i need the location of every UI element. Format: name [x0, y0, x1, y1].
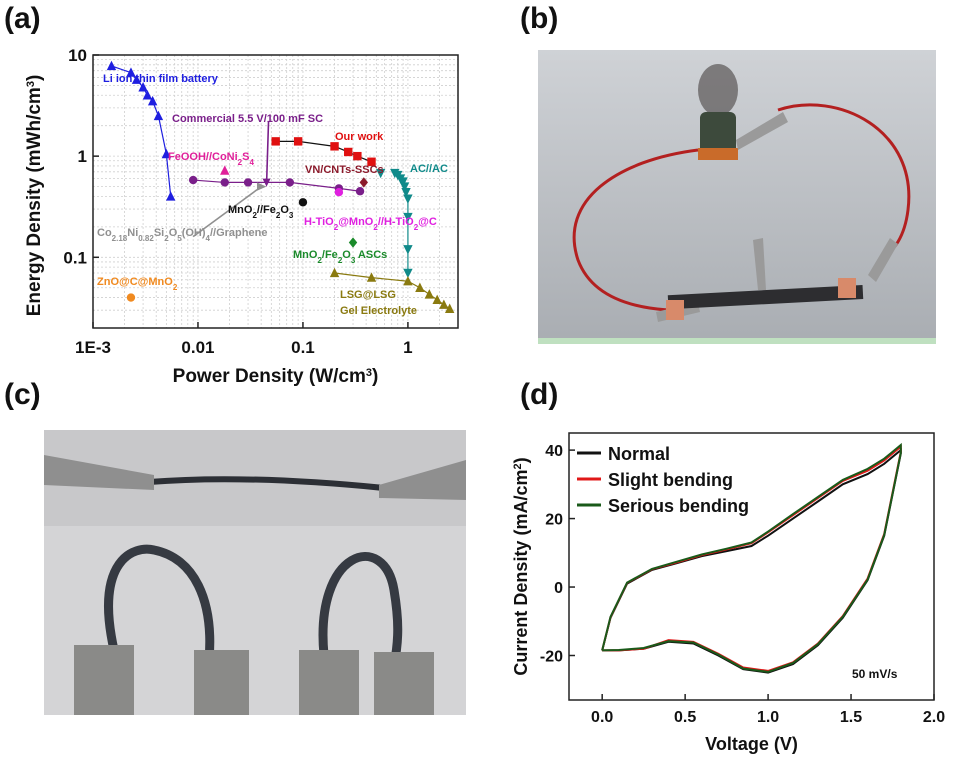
- plot-frame: [568, 432, 935, 701]
- data-point-li: [161, 148, 172, 159]
- data-point-li: [138, 82, 148, 92]
- annotation-lsg2: Gel Electrolyte: [340, 305, 417, 317]
- data-point-htio: [334, 188, 344, 197]
- panel-label-c: (c): [4, 378, 41, 411]
- data-point-lsg: [444, 303, 455, 313]
- data-point-acac: [399, 182, 410, 192]
- data-point-acac: [403, 245, 413, 255]
- data-point-acac: [403, 194, 413, 204]
- data-point-purple: [285, 178, 295, 187]
- x-tick-label: 0.1: [291, 338, 315, 357]
- y-axis-label: Current Density (mA/cm2): [511, 457, 531, 675]
- annotation-vn: VN/CNTs-SSCs: [305, 164, 384, 176]
- y-tick-label: 0: [554, 580, 563, 597]
- y-tick-label: 20: [545, 512, 563, 529]
- data-point-ours: [293, 137, 303, 146]
- x-tick-label: 0.5: [674, 709, 696, 726]
- data-point-li: [142, 90, 153, 100]
- data-point-mnfe: [298, 198, 308, 207]
- annotation-ours: Our work: [335, 131, 384, 143]
- data-point-li: [166, 191, 176, 201]
- y-tick-label: 1: [78, 147, 87, 166]
- data-point-vn: [359, 177, 369, 188]
- data-point-acac2: [375, 168, 386, 179]
- annotation-acac: AC//AC: [410, 163, 448, 175]
- data-point-ours: [271, 137, 280, 146]
- annotation-mnfe: MnO2//Fe2O3: [228, 204, 294, 220]
- data-point-zno: [126, 293, 136, 302]
- data-point-ours: [367, 157, 376, 166]
- data-point-acac: [401, 188, 411, 198]
- data-point-li: [131, 74, 142, 84]
- plot-frame: [92, 54, 459, 329]
- data-point-acac: [403, 212, 413, 223]
- x-tick-label: 1E-3: [75, 338, 111, 357]
- panel-label-d: (d): [520, 378, 559, 411]
- legend-label: Serious bending: [608, 496, 749, 516]
- data-point-li: [106, 60, 117, 71]
- data-point-lsg: [366, 272, 377, 282]
- data-point-lsg: [439, 299, 449, 309]
- data-point-purple: [243, 178, 253, 187]
- annotation-commercial: Commercial 5.5 V/100 mF SC: [172, 113, 323, 125]
- y-tick-label: 0.1: [63, 248, 87, 267]
- data-point-purple: [188, 175, 198, 185]
- x-axis-label: Voltage (V): [705, 734, 798, 754]
- x-tick-label: 1: [403, 338, 412, 357]
- data-point-purple: [220, 178, 229, 187]
- data-point-co: [256, 182, 267, 191]
- x-tick-label: 0.0: [591, 709, 613, 726]
- annotation-htio: H-TiO2@MnO2//H-TiO2@C: [304, 216, 437, 232]
- data-point-lsg: [329, 267, 340, 278]
- data-point-ours: [353, 151, 362, 161]
- data-point-lsg: [424, 289, 435, 299]
- data-point-lsg: [432, 294, 442, 305]
- data-point-lsg: [403, 276, 413, 286]
- annotation-feooh: FeOOH//CoNi2S4: [168, 151, 254, 167]
- x-axis-label: Power Density (W/cm3): [173, 366, 379, 387]
- bending-photo: [44, 430, 466, 715]
- annotation-mnfeasc: MnO2/Fe2O3 ASCs: [293, 249, 387, 265]
- x-tick-label: 1.0: [757, 709, 779, 726]
- y-axis-label: Energy Density (mWh/cm3): [24, 75, 45, 317]
- commercial-arrow: [265, 121, 270, 185]
- legend-label: Normal: [608, 444, 670, 464]
- graphene-arrow: [192, 188, 258, 238]
- scan-rate-label: 50 mV/s: [852, 667, 898, 681]
- annotation-zno: ZnO@C@MnO2: [97, 276, 178, 292]
- data-point-li: [126, 67, 136, 77]
- x-tick-label: 0.01: [181, 338, 214, 357]
- y-tick-label: 10: [68, 46, 87, 65]
- data-point-mnfeasc: [348, 237, 358, 248]
- legend-label: Slight bending: [608, 470, 733, 490]
- series-line-2: [601, 442, 902, 673]
- annotation-co: Co2.18Ni0.82Si2O5(OH)4//Graphene: [97, 227, 267, 243]
- annotation-li: Li ion thin film battery: [103, 73, 219, 85]
- data-point-purple: [355, 187, 365, 196]
- data-point-acac: [403, 268, 413, 279]
- y-tick-label: 40: [545, 443, 563, 460]
- y-tick-label: -20: [540, 649, 563, 666]
- data-point-ours: [330, 142, 339, 151]
- panel-label-a: (a): [4, 2, 41, 35]
- circuit-photo: [538, 50, 936, 344]
- x-tick-label: 1.5: [840, 709, 862, 726]
- data-point-li: [153, 110, 164, 121]
- data-point-li: [147, 95, 158, 106]
- panel-label-b: (b): [520, 2, 559, 35]
- data-point-lsg: [415, 282, 425, 292]
- data-point-acac: [398, 177, 408, 187]
- data-point-ours: [344, 147, 353, 157]
- data-point-feooh: [220, 165, 230, 175]
- annotation-lsg: LSG@LSG: [340, 289, 396, 301]
- x-tick-label: 2.0: [923, 709, 945, 726]
